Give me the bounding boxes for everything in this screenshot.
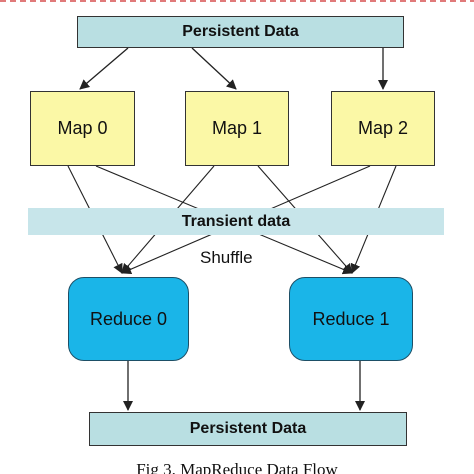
transient-data-band: Transient data — [28, 208, 444, 235]
top-border-rule — [0, 0, 474, 2]
persistent-data-top: Persistent Data — [77, 16, 404, 48]
map-1-box: Map 1 — [185, 91, 289, 166]
map-2-box: Map 2 — [331, 91, 435, 166]
map-0-box: Map 0 — [30, 91, 135, 166]
figure-caption: Fig 3. MapReduce Data Flow — [136, 460, 338, 474]
persistent-data-bottom: Persistent Data — [89, 412, 407, 446]
edge-persistent-to-map-1 — [191, 47, 237, 90]
reduce-0-box: Reduce 0 — [68, 277, 189, 361]
shuffle-label: Shuffle — [200, 248, 253, 267]
reduce-1-box: Reduce 1 — [289, 277, 413, 361]
edge-persistent-to-map-0 — [79, 47, 129, 90]
